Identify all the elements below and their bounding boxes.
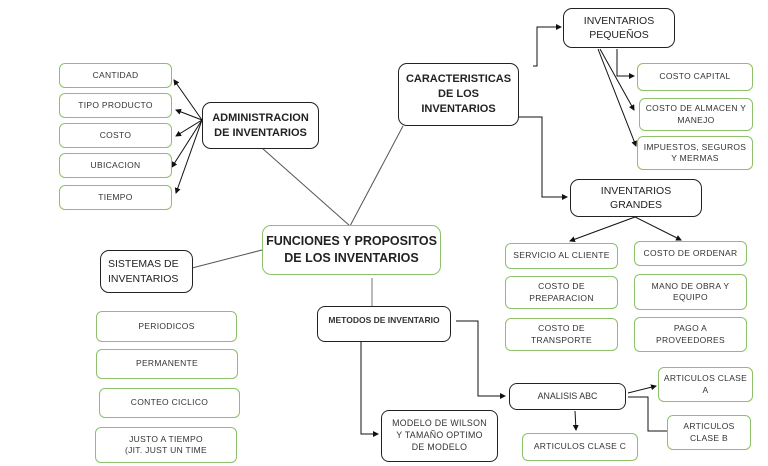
- pequenos-item-impuestos[interactable]: IMPUESTOS, SEGUROS Y MERMAS: [637, 136, 753, 170]
- admin-item-cantidad[interactable]: CANTIDAD: [59, 63, 172, 88]
- sistemas-node[interactable]: SISTEMAS DE INVENTARIOS: [100, 250, 193, 293]
- admin-item-ubicacion[interactable]: UBICACION: [59, 153, 172, 178]
- pequenos-item-costo-capital[interactable]: COSTO CAPITAL: [637, 63, 753, 91]
- sistemas-item-periodicos[interactable]: PERIODICOS: [96, 311, 237, 342]
- grandes-item-servicio-cliente[interactable]: SERVICIO AL CLIENTE: [505, 243, 618, 269]
- grandes-item-costo-ordenar[interactable]: COSTO DE ORDENAR: [634, 241, 747, 266]
- admin-item-tiempo[interactable]: TIEMPO: [59, 185, 172, 210]
- arrow-pequenos-impuestos: [597, 48, 637, 147]
- metodos-node[interactable]: METODOS DE INVENTARIO: [317, 306, 451, 342]
- grandes-item-mano-obra[interactable]: MANO DE OBRA Y EQUIPO: [634, 274, 747, 310]
- grandes-item-costo-transporte[interactable]: COSTO DE TRANSPORTE: [505, 318, 618, 351]
- link-central-caract: [349, 125, 404, 227]
- grandes-item-pago-proveedores[interactable]: PAGO A PROVEEDORES: [634, 317, 747, 352]
- link-central-sistemas: [191, 249, 263, 269]
- arrow-metodos-wilson: [360, 342, 379, 437]
- arrow-admin-cantidad: [173, 79, 203, 121]
- inventarios-grandes-node[interactable]: INVENTARIOS GRANDES: [570, 179, 702, 217]
- arrow-caract-grandes: [518, 116, 568, 200]
- arrow-abc-a: [627, 384, 657, 394]
- arrow-caract-pequenos: [533, 24, 562, 67]
- sistemas-item-permanente[interactable]: PERMANENTE: [96, 349, 238, 379]
- articulos-clase-b[interactable]: ARTICULOS CLASE B: [667, 415, 751, 450]
- admin-item-tipo-producto[interactable]: TIPO PRODUCTO: [59, 93, 172, 118]
- caracteristicas-node[interactable]: CARACTERISTICAS DE LOS INVENTARIOS: [398, 63, 519, 126]
- link-abc-b: [628, 396, 667, 432]
- sistemas-item-conteo-ciclico[interactable]: CONTEO CICLICO: [99, 388, 240, 418]
- arrow-pequenos-capital: [616, 49, 635, 79]
- articulos-clase-c[interactable]: ARTICULOS CLASE C: [522, 433, 638, 461]
- grandes-item-costo-preparacion[interactable]: COSTO DE PREPARACION: [505, 276, 618, 309]
- arrow-grandes-ordenar: [634, 216, 682, 241]
- arrow-admin-tipo: [175, 108, 203, 121]
- arrow-admin-tiempo: [174, 119, 203, 194]
- arrow-abc-c: [572, 410, 579, 431]
- link-central-admin: [261, 147, 351, 227]
- central-node[interactable]: FUNCIONES Y PROPOSITOS DE LOS INVENTARIO…: [262, 225, 441, 275]
- arrow-metodos-abc: [456, 320, 506, 399]
- inventarios-pequenos-node[interactable]: INVENTARIOS PEQUEÑOS: [563, 8, 675, 48]
- administracion-node[interactable]: ADMINISTRACION DE INVENTARIOS: [202, 102, 319, 149]
- analisis-abc-node[interactable]: ANALISIS ABC: [509, 383, 626, 410]
- arrow-pequenos-almacen: [599, 48, 635, 111]
- admin-item-costo[interactable]: COSTO: [59, 123, 172, 148]
- arrow-grandes-servicio: [569, 216, 636, 243]
- sistemas-item-justo-a-tiempo[interactable]: JUSTO A TIEMPO (JIT. JUST UN TIME: [95, 427, 237, 463]
- pequenos-item-almacen[interactable]: COSTO DE ALMACEN Y MANEJO: [639, 98, 753, 131]
- arrow-admin-ubicacion: [171, 119, 203, 168]
- articulos-clase-a[interactable]: ARTICULOS CLASE A: [658, 367, 753, 402]
- modelo-wilson-node[interactable]: MODELO DE WILSON Y TAMAÑO OPTIMO DE MODE…: [381, 410, 498, 462]
- arrow-admin-costo: [175, 119, 203, 137]
